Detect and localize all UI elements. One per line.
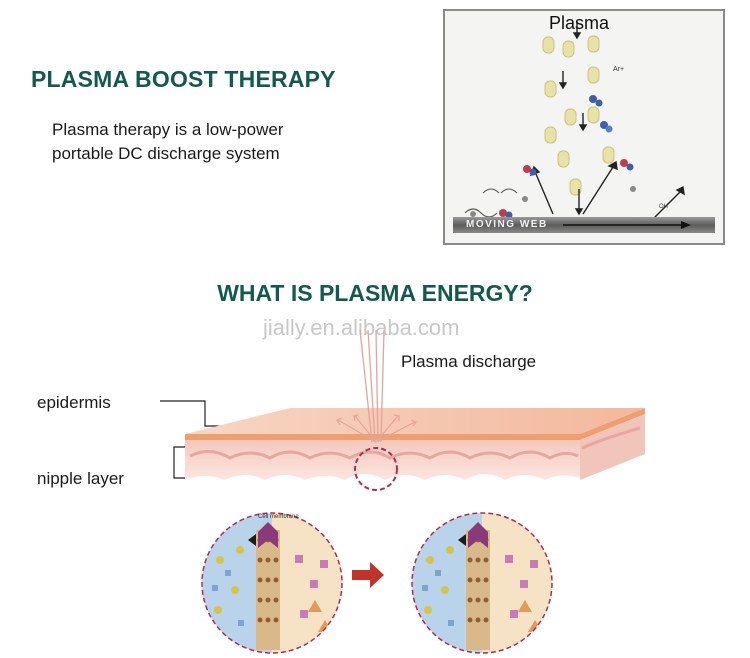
nipple-layer-label: nipple layer bbox=[37, 469, 124, 488]
plasma-diagram: Ar+ OH bbox=[453, 21, 715, 233]
page-title: PLASMA BOOST THERAPY bbox=[31, 66, 336, 92]
intro-text: Plasma therapy is a low-power portable D… bbox=[52, 118, 342, 166]
moving-web-label: MOVING WEB bbox=[466, 219, 548, 230]
cell-membrane-comparison: Cell membrane bbox=[201, 512, 553, 654]
epidermis-label: epidermis bbox=[37, 393, 111, 412]
section-title: WHAT IS PLASMA ENERGY? bbox=[217, 280, 533, 306]
plasma-label: Plasma bbox=[549, 13, 610, 33]
focus-circle bbox=[354, 447, 398, 491]
epidermis-pointer bbox=[160, 400, 242, 427]
cell-membrane-label: Cell membrane bbox=[258, 514, 299, 520]
intro-line-2: portable DC discharge system bbox=[52, 144, 280, 163]
oh-label: OH bbox=[659, 204, 668, 210]
plasma-discharge-label: Plasma discharge bbox=[401, 352, 537, 371]
intro-line-1: Plasma therapy is a low-power bbox=[52, 120, 284, 139]
skin-layer-diagram bbox=[160, 330, 645, 491]
ar-ion-label: Ar+ bbox=[613, 66, 624, 73]
nipple-layer-pointer bbox=[173, 446, 190, 479]
transition-arrow bbox=[352, 562, 384, 588]
